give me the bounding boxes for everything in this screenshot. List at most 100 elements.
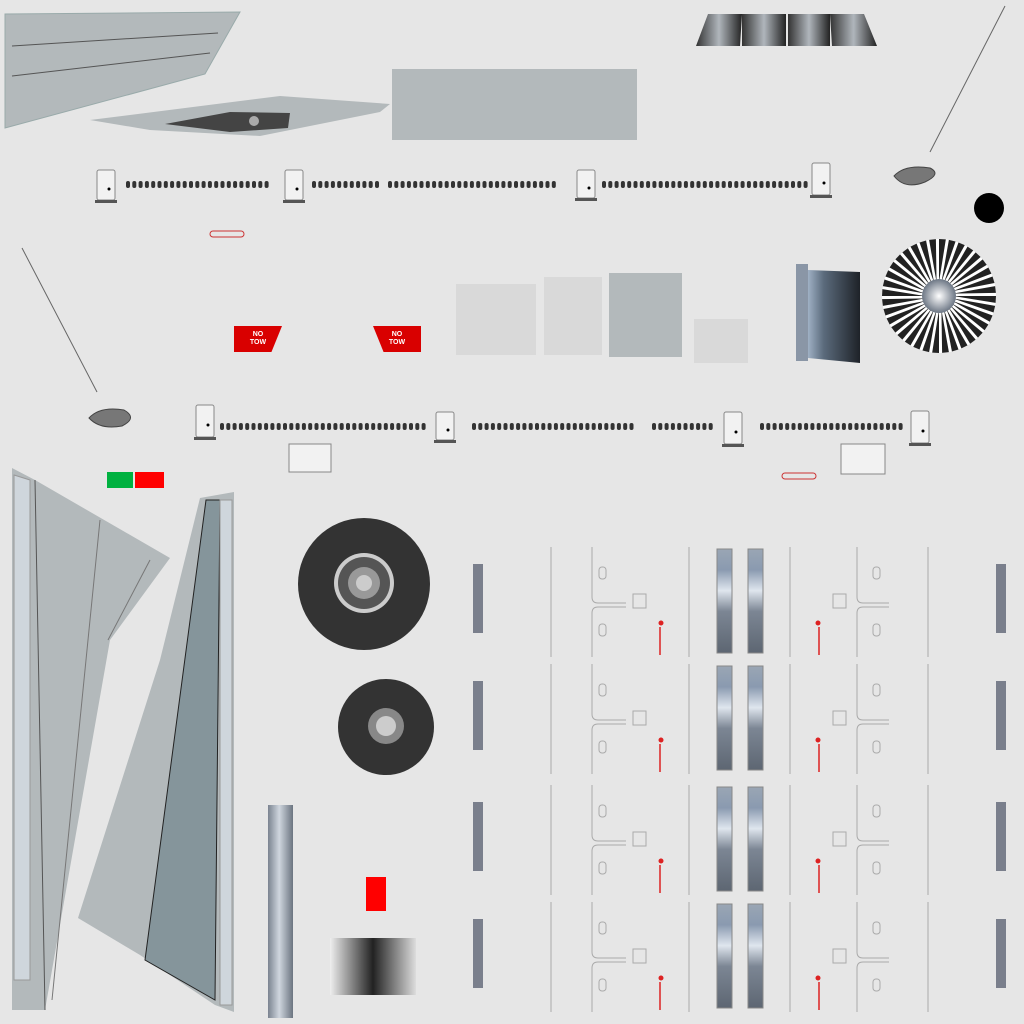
window — [823, 423, 827, 430]
window — [759, 181, 764, 188]
fan-blade — [929, 239, 937, 283]
door-handle — [734, 430, 738, 434]
window — [356, 181, 361, 188]
window — [765, 181, 770, 188]
window — [598, 423, 602, 430]
window — [785, 423, 790, 430]
window — [528, 423, 533, 430]
window — [457, 181, 462, 188]
fan-blade — [883, 300, 926, 316]
vent — [209, 230, 245, 238]
strip — [473, 802, 483, 871]
red-marker — [658, 975, 664, 981]
window — [337, 181, 342, 188]
window — [195, 181, 200, 188]
window — [339, 423, 344, 430]
window — [791, 423, 796, 430]
door-window — [598, 566, 607, 580]
door-window — [872, 683, 881, 697]
window — [514, 181, 518, 188]
window-row-lower — [194, 404, 931, 480]
window — [138, 181, 143, 188]
window — [362, 181, 367, 188]
window — [721, 181, 726, 188]
window — [415, 423, 420, 430]
window — [665, 181, 669, 188]
window — [566, 423, 571, 430]
door-window — [872, 804, 881, 818]
fan-blade — [882, 289, 925, 296]
fan-blade — [882, 279, 926, 294]
window — [854, 423, 859, 430]
window — [388, 181, 392, 188]
window — [349, 181, 354, 188]
window — [816, 423, 821, 430]
fan-blade — [946, 246, 974, 284]
fan-blade — [941, 309, 949, 353]
window — [879, 423, 884, 430]
fan-blade — [897, 306, 931, 340]
window — [425, 181, 430, 188]
door-window — [872, 566, 881, 580]
no-tow-line2: TOW — [388, 339, 406, 346]
window — [709, 181, 714, 188]
window — [516, 423, 521, 430]
window — [639, 181, 644, 188]
fan-spinner — [922, 279, 956, 313]
window — [497, 423, 502, 430]
window — [394, 181, 399, 188]
window — [482, 181, 487, 188]
door — [284, 169, 304, 201]
window — [740, 181, 745, 188]
window — [602, 181, 606, 188]
fan-blade — [947, 252, 981, 286]
door-window — [872, 740, 881, 754]
light-panel — [456, 284, 536, 355]
window — [539, 181, 544, 188]
window — [616, 423, 621, 430]
window — [201, 181, 206, 188]
window — [438, 181, 443, 188]
door-sill — [909, 443, 931, 446]
window — [696, 181, 701, 188]
door — [576, 169, 596, 199]
window — [604, 423, 609, 430]
door — [195, 404, 215, 438]
fan-blade — [910, 243, 932, 284]
window — [728, 181, 732, 188]
door-sill — [283, 200, 305, 203]
window — [163, 181, 168, 188]
window — [214, 181, 219, 188]
window — [585, 423, 590, 430]
window — [258, 181, 263, 188]
fan-blade — [949, 304, 983, 338]
window — [829, 423, 834, 430]
door-outline — [856, 606, 889, 657]
window — [375, 181, 379, 188]
fan-blade — [922, 309, 937, 353]
fan-blade — [952, 286, 996, 294]
black-dot — [974, 193, 1004, 223]
window — [220, 181, 225, 188]
window — [702, 423, 707, 430]
door — [910, 410, 930, 444]
window — [283, 423, 287, 430]
window — [451, 181, 455, 188]
fan-blade — [913, 309, 935, 350]
fan-blade — [895, 254, 929, 288]
window — [270, 423, 275, 430]
door-outline — [591, 844, 626, 895]
window — [314, 423, 319, 430]
window — [295, 423, 300, 430]
fan-blade — [904, 308, 932, 346]
window — [432, 181, 437, 188]
window — [409, 423, 413, 430]
window — [144, 181, 149, 188]
window — [490, 423, 495, 430]
window — [421, 423, 426, 430]
door-outline — [591, 547, 626, 604]
window — [495, 181, 500, 188]
window — [797, 181, 802, 188]
door-sill — [434, 440, 456, 443]
metal-bar — [716, 903, 733, 1009]
